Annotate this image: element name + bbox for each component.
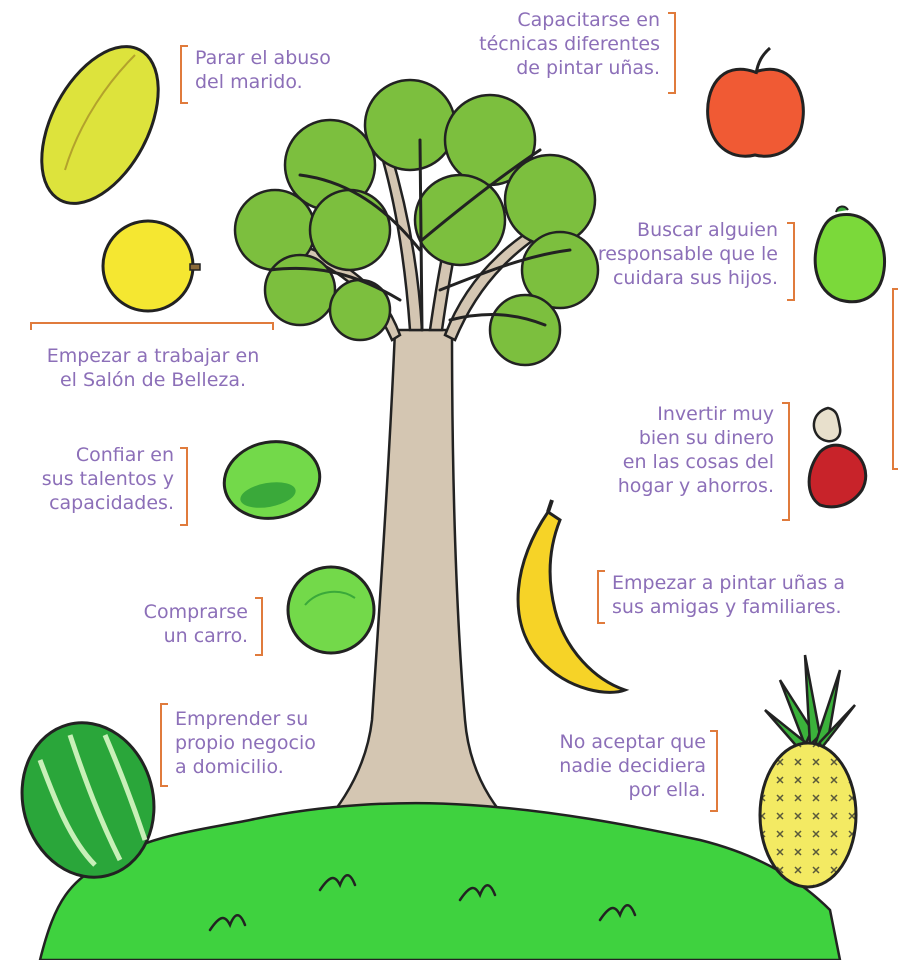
papaya-icon bbox=[18, 27, 183, 222]
bracket-salon bbox=[30, 322, 274, 330]
lemon-icon bbox=[103, 221, 200, 311]
bracket-invertir bbox=[782, 402, 790, 521]
guava-icon bbox=[288, 567, 374, 653]
bracket-emprender bbox=[160, 703, 168, 787]
bracket-aceptar bbox=[710, 730, 718, 812]
bracket-abuso bbox=[180, 45, 188, 104]
lime-icon bbox=[218, 434, 326, 526]
bracket-side bbox=[892, 288, 898, 470]
bracket-pintar bbox=[597, 570, 605, 624]
grass-icon bbox=[40, 803, 840, 960]
apple-icon bbox=[708, 48, 804, 156]
bracket-buscar bbox=[787, 222, 795, 301]
bracket-carro bbox=[255, 597, 263, 656]
mango-icon bbox=[815, 206, 884, 301]
banana-icon bbox=[518, 500, 625, 692]
bracket-capacitarse bbox=[668, 12, 676, 94]
pineapple-icon bbox=[760, 655, 856, 887]
cashew-fruit-icon bbox=[809, 408, 866, 507]
bracket-confiar bbox=[180, 447, 188, 526]
